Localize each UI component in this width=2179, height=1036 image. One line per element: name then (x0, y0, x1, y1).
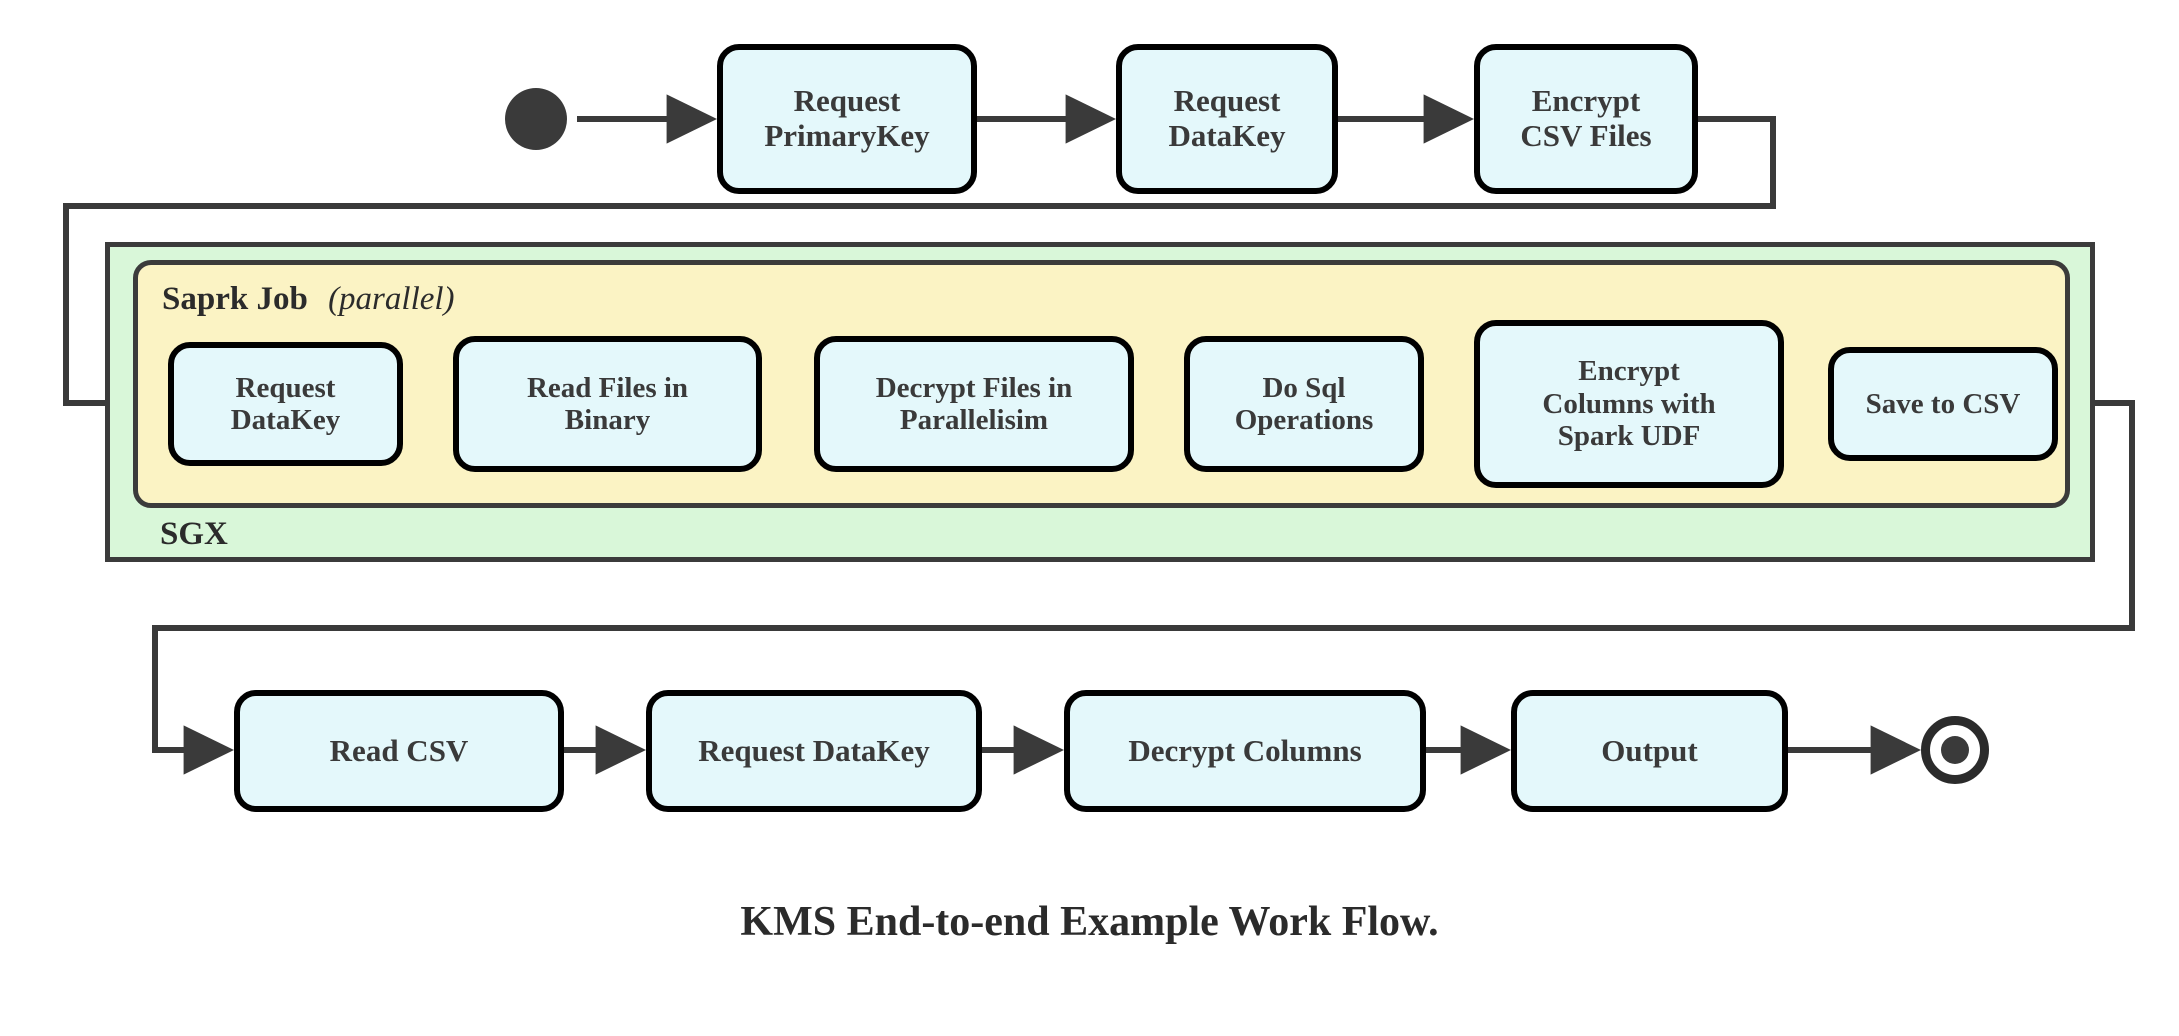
node-encrypt-csv-files[interactable]: Encrypt CSV Files (1474, 44, 1698, 194)
node-line: CSV Files (1520, 118, 1652, 153)
node-line: Request DataKey (698, 732, 930, 768)
node-line: Output (1601, 732, 1698, 768)
node-encrypt-columns-with-spark-udf[interactable]: Encrypt Columns with Spark UDF (1474, 320, 1784, 488)
node-line: Request (235, 371, 336, 404)
node-line: Operations (1234, 404, 1374, 436)
node-line: Request (1173, 83, 1281, 119)
node-save-to-csv[interactable]: Save to CSV (1828, 347, 2058, 461)
node-line: Binary (564, 404, 651, 436)
region-spark-job-name: Saprk Job (162, 281, 308, 317)
region-spark-job-label: Saprk Job (parallel) (162, 281, 455, 318)
node-do-sql-operations[interactable]: Do Sql Operations (1184, 336, 1424, 472)
node-request-datakey-bottom[interactable]: Request DataKey (646, 690, 982, 812)
node-line: Encrypt (1578, 355, 1680, 388)
node-line: Do Sql (1262, 371, 1346, 404)
diagram-caption: KMS End-to-end Example Work Flow. (740, 899, 1439, 945)
node-line: Spark UDF (1557, 420, 1701, 453)
node-request-primarykey[interactable]: Request PrimaryKey (717, 44, 977, 194)
node-request-datakey-top[interactable]: Request DataKey (1116, 44, 1338, 194)
node-line: Encrypt (1531, 83, 1641, 119)
node-line: Decrypt Columns (1128, 732, 1362, 768)
end-node-icon (1921, 716, 1989, 784)
node-line: Read CSV (329, 732, 469, 768)
node-read-csv[interactable]: Read CSV (234, 690, 564, 812)
node-line: Read Files in (526, 371, 689, 404)
node-read-files-in-binary[interactable]: Read Files in Binary (453, 336, 762, 472)
node-decrypt-files-in-parallelisim[interactable]: Decrypt Files in Parallelisim (814, 336, 1134, 472)
node-line: DataKey (1168, 118, 1286, 153)
node-request-datakey-spark[interactable]: Request DataKey (168, 342, 403, 466)
node-line: Columns with (1542, 387, 1716, 420)
node-line: DataKey (230, 404, 341, 436)
node-decrypt-columns[interactable]: Decrypt Columns (1064, 690, 1426, 812)
start-node-icon (505, 88, 567, 150)
region-spark-job-modifier: (parallel) (328, 281, 455, 317)
node-line: PrimaryKey (764, 118, 930, 153)
node-line: Request (793, 83, 901, 119)
node-line: Parallelisim (899, 404, 1049, 436)
node-output[interactable]: Output (1511, 690, 1788, 812)
node-line: Decrypt Files in (875, 371, 1073, 404)
node-line: Save to CSV (1865, 387, 2021, 420)
region-sgx-label: SGX (160, 516, 228, 552)
